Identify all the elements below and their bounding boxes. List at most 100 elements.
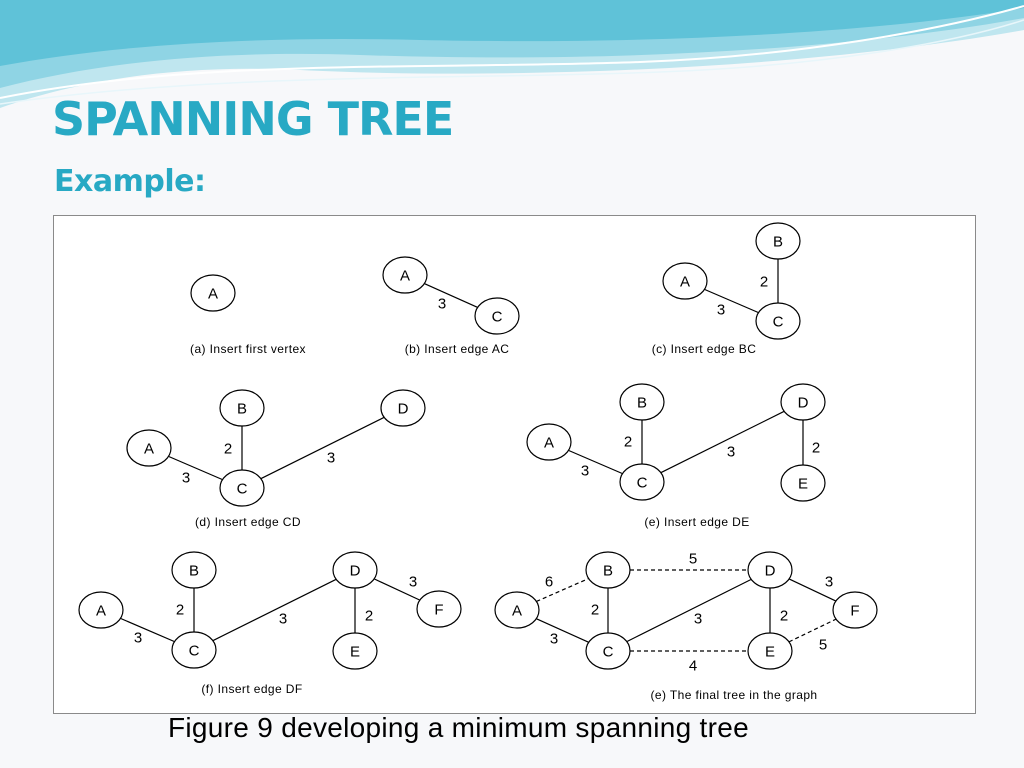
node-label: F bbox=[434, 602, 443, 619]
node-label: A bbox=[208, 286, 218, 303]
panel-caption: (a) Insert first vertex bbox=[190, 342, 306, 356]
panel-c: 3 2 B A C (c) Insert edge BC bbox=[652, 222, 801, 356]
node-A bbox=[78, 591, 124, 629]
node-label: D bbox=[765, 563, 776, 580]
node-D bbox=[780, 383, 826, 421]
node-label: C bbox=[603, 644, 614, 661]
edge-weight-label: 3 bbox=[327, 450, 335, 467]
node-label: D bbox=[398, 401, 409, 418]
edge-weight-label: 3 bbox=[409, 574, 417, 591]
node-A bbox=[190, 274, 236, 312]
edge-A-C bbox=[120, 617, 175, 643]
edge-weight-label: 4 bbox=[689, 658, 697, 675]
edge-weight-label: 3 bbox=[727, 444, 735, 461]
node-C bbox=[171, 631, 217, 669]
node-E bbox=[780, 464, 826, 502]
node-label: E bbox=[798, 476, 808, 493]
edge-weight-label: 2 bbox=[760, 274, 768, 291]
edge-D-F bbox=[373, 578, 421, 601]
panel-caption: (b) Insert edge AC bbox=[405, 342, 510, 356]
edge-weight-label: 2 bbox=[176, 602, 184, 619]
slide-subtitle: Example: bbox=[54, 164, 206, 199]
edge-weight-label: 3 bbox=[438, 296, 446, 313]
node-label: D bbox=[798, 395, 809, 412]
panel-b: 3 A C (b) Insert edge AC bbox=[382, 256, 520, 356]
edge-A-B bbox=[536, 577, 589, 603]
node-C bbox=[619, 463, 665, 501]
edge-weight-label: 3 bbox=[694, 611, 702, 628]
node-label: C bbox=[189, 643, 200, 660]
node-B bbox=[171, 551, 217, 589]
node-label: A bbox=[144, 441, 154, 458]
edge-weight-label: 3 bbox=[581, 463, 589, 480]
edge-D-F bbox=[788, 578, 837, 602]
node-label: A bbox=[680, 274, 690, 291]
node-label: B bbox=[237, 401, 247, 418]
node-A bbox=[494, 591, 540, 629]
edge-weight-label: 2 bbox=[224, 441, 232, 458]
edge-weight-label: 2 bbox=[365, 608, 373, 625]
node-label: C bbox=[773, 314, 784, 331]
slide-title: SPANNING TREE bbox=[52, 92, 454, 146]
edge-weight-label: 3 bbox=[717, 302, 725, 319]
edge-weight-label: 2 bbox=[591, 602, 599, 619]
node-C bbox=[474, 297, 520, 335]
node-A bbox=[126, 429, 172, 467]
panel-a: A (a) Insert first vertex bbox=[190, 274, 306, 356]
edge-weight-label: 3 bbox=[134, 630, 142, 647]
node-D bbox=[332, 551, 378, 589]
node-label: B bbox=[637, 395, 647, 412]
edge-A-C bbox=[536, 618, 589, 643]
node-label: A bbox=[400, 268, 410, 285]
figure-caption: Figure 9 developing a minimum spanning t… bbox=[168, 712, 749, 743]
node-B bbox=[619, 383, 665, 421]
edge-A-C bbox=[168, 455, 223, 481]
node-A bbox=[526, 423, 572, 461]
node-label: A bbox=[96, 603, 106, 620]
node-label: A bbox=[544, 435, 554, 452]
node-A bbox=[662, 262, 708, 300]
node-label: A bbox=[512, 603, 522, 620]
panel-caption: (d) Insert edge CD bbox=[195, 515, 301, 529]
edge-C-D bbox=[260, 416, 385, 480]
node-B bbox=[585, 551, 631, 589]
node-A bbox=[382, 256, 428, 294]
node-D bbox=[380, 389, 426, 427]
edge-weight-label: 3 bbox=[825, 574, 833, 591]
node-F bbox=[832, 591, 878, 629]
edge-weight-label: 3 bbox=[182, 470, 190, 487]
node-label: C bbox=[492, 309, 503, 326]
node-label: F bbox=[850, 603, 859, 620]
node-C bbox=[219, 469, 265, 507]
edge-weight-label: 3 bbox=[550, 631, 558, 648]
node-label: B bbox=[773, 234, 783, 251]
edge-A-C bbox=[424, 283, 478, 308]
header-wave-decoration bbox=[0, 0, 1024, 108]
edge-weight-label: 3 bbox=[279, 611, 287, 628]
edge-weight-label: 5 bbox=[819, 637, 827, 654]
edge-A-C bbox=[568, 449, 623, 475]
node-F bbox=[416, 590, 462, 628]
edge-weight-label: 6 bbox=[545, 574, 553, 591]
edge-weight-label: 5 bbox=[689, 551, 697, 568]
node-label: E bbox=[350, 644, 360, 661]
edge-A-C bbox=[704, 288, 759, 314]
node-label: D bbox=[350, 563, 361, 580]
panel-caption: (c) Insert edge BC bbox=[652, 342, 757, 356]
edge-weight-label: 2 bbox=[780, 608, 788, 625]
node-label: E bbox=[765, 644, 775, 661]
panel-caption: (e) Insert edge DE bbox=[644, 515, 749, 529]
edge-E-F bbox=[788, 618, 837, 643]
panel-d: 3 2 3 B D A C (d) Insert edge CD bbox=[126, 389, 426, 529]
node-label: C bbox=[237, 481, 248, 498]
node-D bbox=[747, 551, 793, 589]
edge-C-D bbox=[212, 578, 337, 642]
edge-weight-label: 2 bbox=[812, 440, 820, 457]
edge-C-D bbox=[660, 410, 785, 474]
node-label: B bbox=[603, 563, 613, 580]
panel-caption: (e) The final tree in the graph bbox=[651, 688, 818, 702]
